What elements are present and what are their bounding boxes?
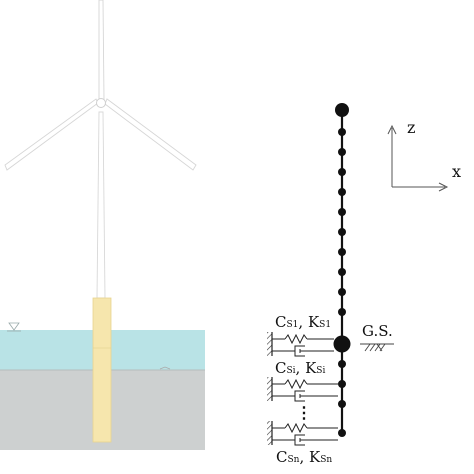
blade-right	[104, 98, 197, 171]
fixed-support-hatch	[267, 377, 272, 401]
turbine-illustration	[0, 0, 205, 450]
spring-icon	[284, 422, 308, 434]
spring-icon	[284, 378, 308, 390]
node	[338, 188, 346, 196]
beam-spring-model: G.S. CS1, KS1	[267, 103, 394, 466]
node	[338, 268, 346, 276]
tower	[96, 111, 106, 299]
water-level-symbol	[7, 322, 21, 332]
node	[338, 360, 346, 368]
blade-up	[98, 0, 105, 101]
spring-icon	[284, 333, 308, 345]
spring-1-label: CS1, KS1	[275, 313, 331, 331]
top-node	[335, 103, 349, 117]
fixed-support-hatch	[267, 421, 272, 445]
z-axis-arrowhead	[387, 124, 397, 135]
node	[338, 148, 346, 156]
blade-left	[4, 98, 99, 171]
ground-surface-label: G.S.	[362, 322, 393, 340]
coordinate-axes	[387, 124, 449, 192]
rotor-blades	[4, 0, 197, 171]
node	[338, 429, 346, 437]
node	[338, 168, 346, 176]
monopile	[92, 297, 112, 443]
ellipsis-dots: ⋮	[296, 403, 312, 422]
dashpot-icon	[294, 434, 305, 446]
spring-dashpot-1	[267, 332, 334, 357]
rotor-hub	[96, 98, 106, 108]
node	[338, 288, 346, 296]
node	[338, 208, 346, 216]
node	[338, 308, 346, 316]
node	[338, 380, 346, 388]
spring-i-label: CSi, KSi	[275, 359, 325, 377]
fixed-support-hatch	[267, 332, 272, 356]
dashpot-icon	[294, 345, 305, 357]
seabed-mark	[159, 366, 171, 370]
z-axis-label: z	[407, 118, 415, 137]
x-axis-arrowhead	[438, 182, 449, 192]
node	[338, 400, 346, 408]
beam-nodes	[333, 103, 351, 437]
dashpot-icon	[294, 390, 305, 402]
node	[338, 228, 346, 236]
ground-surface-symbol	[360, 343, 394, 352]
node	[338, 128, 346, 136]
ground-surface-node	[333, 335, 351, 353]
spring-dashpot-n	[267, 421, 338, 446]
spring-n-label: CSn, KSn	[276, 448, 332, 466]
x-axis-label: x	[452, 162, 461, 181]
node	[338, 248, 346, 256]
spring-dashpot-i	[267, 377, 338, 402]
